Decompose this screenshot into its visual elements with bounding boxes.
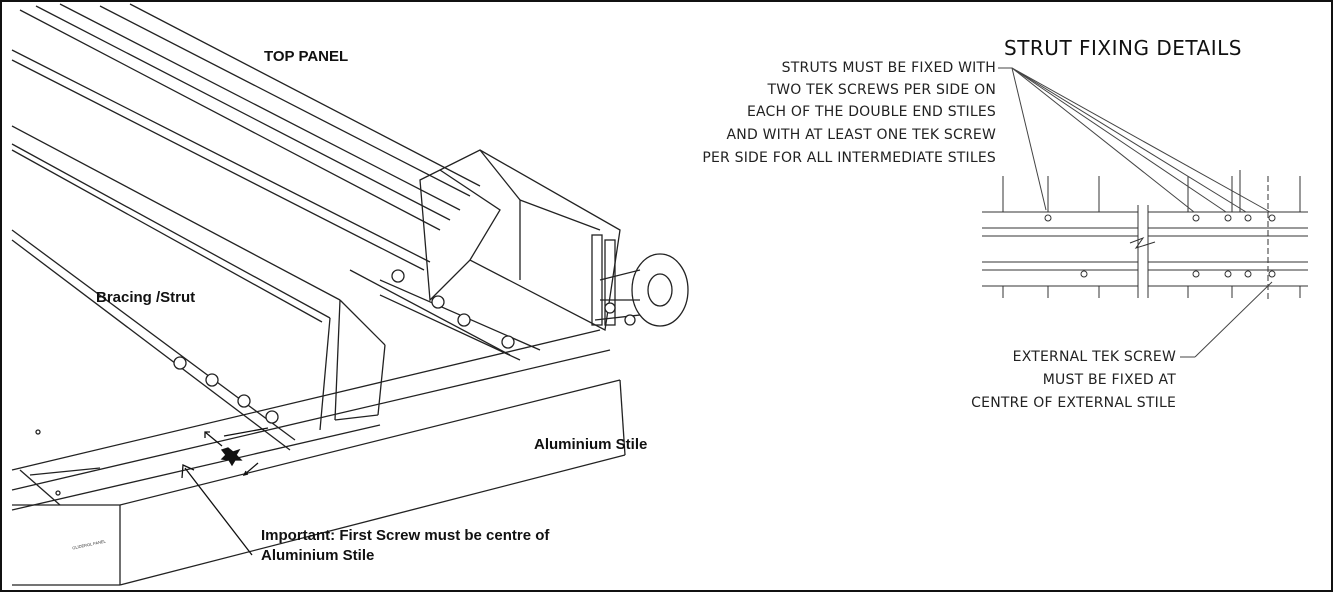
fixing-note-line2: TWO TEK SCREWS PER SIDE ON	[767, 82, 996, 98]
important-note-line2: Aluminium Stile	[261, 547, 375, 564]
screw-marker	[181, 427, 269, 556]
external-screw-note-line2: MUST BE FIXED AT	[1042, 372, 1176, 388]
bolts	[173, 269, 636, 424]
bracing-strut-label: Bracing /Strut	[96, 289, 196, 306]
top-rail	[11, 3, 481, 271]
aluminium-stile-label: Aluminium Stile	[534, 436, 648, 453]
detail-rails	[982, 205, 1308, 298]
external-screw-note-line1: EXTERNAL TEK SCREW	[1012, 349, 1176, 365]
top-panel-label: TOP PANEL	[264, 48, 349, 65]
aluminium-stile	[11, 329, 626, 586]
fixing-note-line4: AND WITH AT LEAST ONE TEK SCREW	[726, 127, 996, 143]
strut-fixing-details-title: STRUT FIXING DETAILS	[1004, 36, 1242, 60]
fixing-note-line5: PER SIDE FOR ALL INTERMEDIATE STILES	[702, 150, 996, 166]
fixing-note-line3: EACH OF THE DOUBLE END STILES	[746, 104, 996, 120]
detail-screws	[1044, 214, 1276, 278]
detail-leaders	[998, 67, 1273, 358]
important-note-line1: Important: First Screw must be centre of	[261, 527, 550, 544]
fixing-note-line1: STRUTS MUST BE FIXED WITH	[781, 60, 996, 76]
detail-stiles	[1002, 170, 1301, 300]
external-screw-note-line3: CENTRE OF EXTERNAL STILE	[971, 395, 1176, 411]
